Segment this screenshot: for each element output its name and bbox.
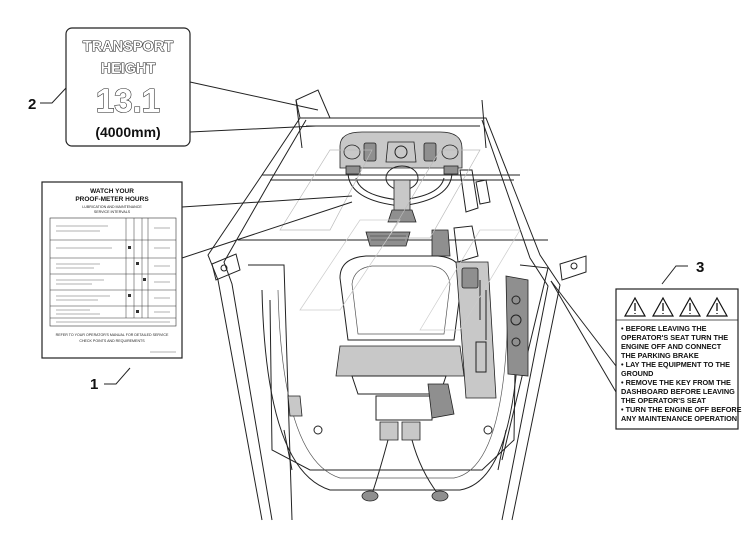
safety-warning-decal: • BEFORE LEAVING THE OPERATOR'S SEAT TUR…	[615, 288, 742, 430]
warning-triangle-icon	[623, 296, 647, 317]
decal-title-line2: HEIGHT	[101, 61, 156, 77]
callout-2-leader	[40, 87, 67, 104]
warning-text-block: • BEFORE LEAVING THE OPERATOR'S SEAT TUR…	[621, 324, 742, 423]
service-decal-footer2: CHECK POINTS AND REQUIREMENTS	[79, 339, 145, 343]
warning-triangle-icon	[651, 296, 675, 317]
warning-triangle-icon	[678, 296, 702, 317]
service-decal-table	[49, 217, 177, 327]
leader-lines	[40, 81, 688, 393]
service-decal-subtitle1: LUBRICATION AND MAINTENANCE	[82, 205, 142, 209]
warning-line: THE OPERATOR'S SEAT	[621, 396, 706, 405]
callout-3-label: 3	[696, 259, 704, 276]
warning-line: DASHBOARD BEFORE LEAVING	[621, 387, 735, 396]
decal-title-line1: TRANSPORT	[83, 39, 173, 55]
warning-triangle-icon	[705, 296, 729, 317]
warning-line: • LAY THE EQUIPMENT TO THE	[621, 360, 730, 369]
decal-height-value: 13.1	[96, 82, 160, 119]
service-decal-title1: WATCH YOUR	[90, 188, 134, 195]
warning-line: • TURN THE ENGINE OFF BEFORE	[621, 405, 742, 414]
cab-drawing	[207, 89, 587, 521]
service-interval-decal: WATCH YOUR PROOF-METER HOURS LUBRICATION…	[41, 181, 183, 359]
callout-3-leader	[661, 265, 688, 285]
warning-line: GROUND	[621, 369, 653, 378]
decal-height-metric: (4000mm)	[95, 124, 160, 140]
warning-line: • REMOVE THE KEY FROM THE	[621, 378, 731, 387]
warning-line: OPERATOR'S SEAT TURN THE	[621, 333, 728, 342]
service-decal-subtitle2: SERVICE INTERVALS	[94, 210, 131, 214]
service-decal-title2: PROOF-METER HOURS	[75, 196, 149, 203]
warning-line: ENGINE OFF AND CONNECT	[621, 342, 722, 351]
callout-1-leader	[104, 367, 131, 385]
transport-height-decal: TRANSPORT HEIGHT 13.1 (4000mm)	[65, 27, 191, 147]
warning-line: ANY MAINTENANCE OPERATION	[621, 414, 737, 423]
warning-line: THE PARKING BRAKE	[621, 351, 699, 360]
callout-1-label: 1	[90, 376, 98, 393]
service-decal-footer1: REFER TO YOUR OPERATOR'S MANUAL FOR DETA…	[56, 333, 169, 337]
callout-2-label: 2	[28, 96, 36, 113]
warning-line: • BEFORE LEAVING THE	[621, 324, 707, 333]
